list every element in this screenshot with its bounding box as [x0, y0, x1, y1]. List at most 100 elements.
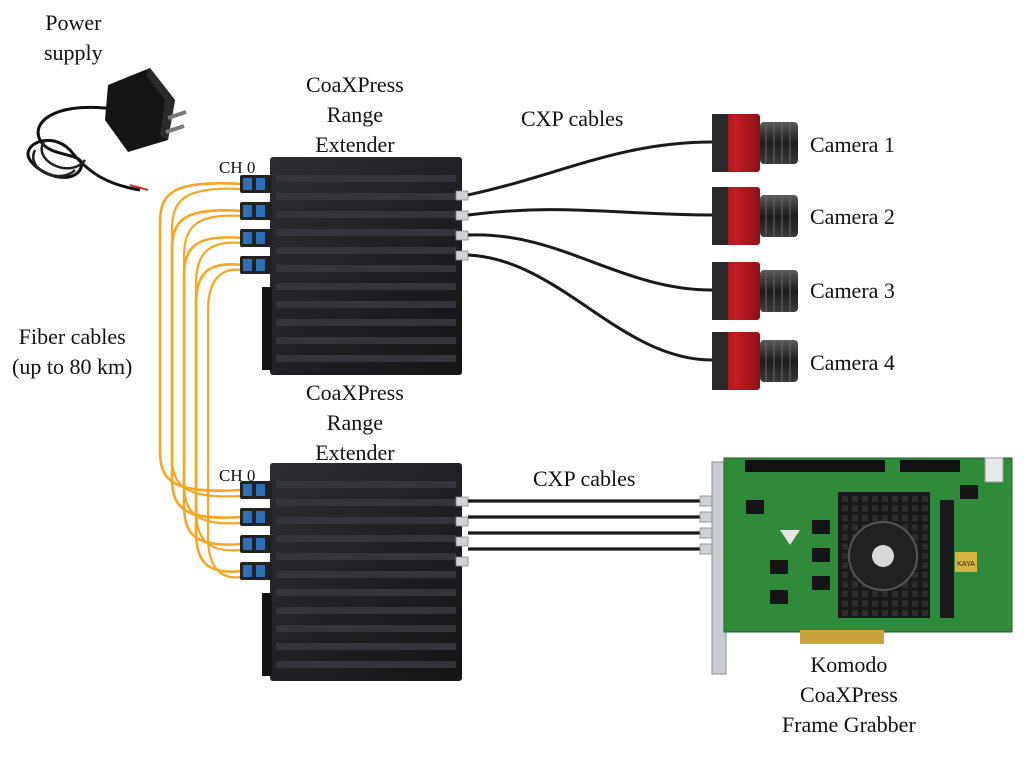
heatsink-pin — [922, 543, 928, 550]
cameras — [712, 114, 798, 390]
fiber-port-insert — [256, 232, 265, 244]
extender-fin — [276, 283, 456, 290]
extender-fin — [276, 247, 456, 254]
memory-slot — [940, 500, 954, 618]
heatsink-pin — [902, 591, 908, 597]
cxp-port — [455, 556, 469, 567]
heatsink-pin — [882, 591, 888, 597]
heatsink-pin — [922, 600, 928, 607]
board-chip — [812, 548, 830, 562]
camera-lens — [760, 122, 798, 164]
heatsink-pin — [922, 515, 928, 521]
heatsink-pin — [912, 572, 918, 578]
heatsink-pin — [842, 600, 848, 607]
heatsink-pin — [922, 591, 928, 597]
ch0-bottom-label: CH 0 — [219, 466, 256, 485]
power-cord-coil — [32, 139, 86, 178]
range-extender-bottom — [240, 463, 469, 681]
extender-fin — [276, 661, 456, 668]
extender-fin — [276, 229, 456, 236]
cxp-port — [455, 210, 469, 221]
extender-fin — [276, 571, 456, 578]
heatsink-pin — [842, 581, 848, 588]
heatsink-pin — [922, 496, 928, 502]
heatsink-pin — [872, 610, 878, 616]
board-chip — [770, 590, 788, 604]
heatsink-pin — [842, 534, 848, 540]
board-chips — [746, 485, 978, 604]
heatsink-pin — [852, 591, 858, 597]
heatsink-pin — [872, 505, 878, 512]
fiber-cable — [194, 241, 243, 552]
heatsink-pin — [922, 572, 928, 578]
extender-fin — [276, 175, 456, 182]
camera-lens — [760, 270, 798, 312]
cxp-cable — [467, 233, 713, 292]
extender-top-label: CoaXPress Range Extender — [306, 72, 404, 157]
power-supply — [26, 68, 187, 192]
camera-back — [712, 187, 728, 245]
heatsink-pin — [902, 600, 908, 607]
power-plug-pin — [165, 124, 185, 134]
power-cord-wire-red — [129, 184, 149, 191]
heatsink-pin — [842, 543, 848, 550]
camera — [712, 114, 798, 172]
camera-lens — [760, 195, 798, 237]
cxp-cables-bottom — [468, 495, 715, 555]
extender-fin — [276, 589, 456, 596]
fiber-cable — [206, 268, 243, 579]
fiber-cable — [170, 209, 243, 519]
heatsink-pin — [912, 515, 918, 521]
fiber-port-insert — [243, 232, 252, 244]
camera — [712, 262, 798, 320]
camera — [712, 332, 798, 390]
extender-fin — [276, 553, 456, 560]
extender-side-ridge — [262, 287, 272, 370]
heatsink-pin — [872, 496, 878, 502]
board-chip — [770, 560, 788, 574]
fiber-port-insert — [243, 565, 252, 577]
camera-back — [712, 114, 728, 172]
cxp-cable — [467, 253, 713, 362]
heatsink-pin — [862, 600, 868, 607]
fiber-port-insert — [256, 484, 265, 496]
heatsink-pin — [902, 505, 908, 512]
cxp-port — [455, 516, 469, 527]
cxp-port — [455, 536, 469, 547]
heatsink-pin — [902, 581, 908, 588]
board-chip — [960, 485, 978, 499]
heatsink-pin — [922, 562, 928, 569]
heatsink-pin — [912, 591, 918, 597]
extender-fin — [276, 301, 456, 308]
fiber-cables — [158, 182, 243, 579]
cxp-cables-top-label: CXP cables — [521, 106, 624, 131]
heatsink-pin — [922, 610, 928, 616]
extender-side-ridge — [262, 593, 272, 676]
board-chip — [746, 500, 764, 514]
camera-3-label: Camera 3 — [810, 278, 895, 303]
heatsink-pin — [872, 515, 878, 521]
heatsink-pin — [912, 505, 918, 512]
heatsink-pin — [902, 610, 908, 616]
heatsink-pin — [882, 610, 888, 616]
camera-4-label: Camera 4 — [810, 350, 895, 375]
heatsink-pin — [862, 591, 868, 597]
fiber-port-insert — [256, 565, 265, 577]
heatsink-pin — [912, 524, 918, 531]
extender-fin — [276, 319, 456, 326]
heatsink-pin — [912, 496, 918, 502]
extender-fin — [276, 499, 456, 506]
extender-fin — [276, 607, 456, 614]
heatsink-pin — [852, 496, 858, 502]
fiber-port-insert — [256, 205, 265, 217]
power-connector — [984, 457, 1004, 483]
heatsink-pin — [842, 591, 848, 597]
frame-grabber-board: KAYA — [711, 457, 1013, 675]
heatsink-pin — [892, 496, 898, 502]
heatsink-pin — [842, 553, 848, 559]
heatsink-pin — [892, 610, 898, 616]
camera-1-label: Camera 1 — [810, 132, 895, 157]
heatsink-pin — [902, 524, 908, 531]
heatsink-pin — [862, 505, 868, 512]
